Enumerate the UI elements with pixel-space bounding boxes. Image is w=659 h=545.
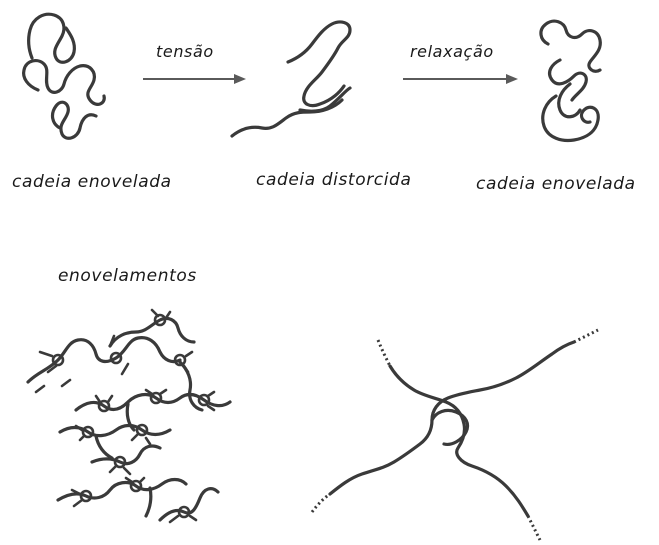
entanglement-network (28, 310, 230, 522)
coiled-chain-left (24, 14, 105, 138)
entanglements-heading: enovelamentos (58, 266, 197, 286)
relaxation-label: relaxação (410, 42, 494, 61)
caption-coiled-chain-right: cadeia enovelada (476, 174, 636, 194)
crossing-chains (312, 330, 598, 540)
tension-arrow (143, 74, 246, 84)
relaxation-arrow (403, 74, 518, 84)
caption-distorted-chain: cadeia distorcida (256, 170, 411, 190)
caption-coiled-chain-left: cadeia enovelada (12, 172, 172, 192)
coiled-chain-right (541, 21, 600, 140)
tension-label: tensão (156, 42, 214, 61)
distorted-chain (232, 22, 350, 136)
